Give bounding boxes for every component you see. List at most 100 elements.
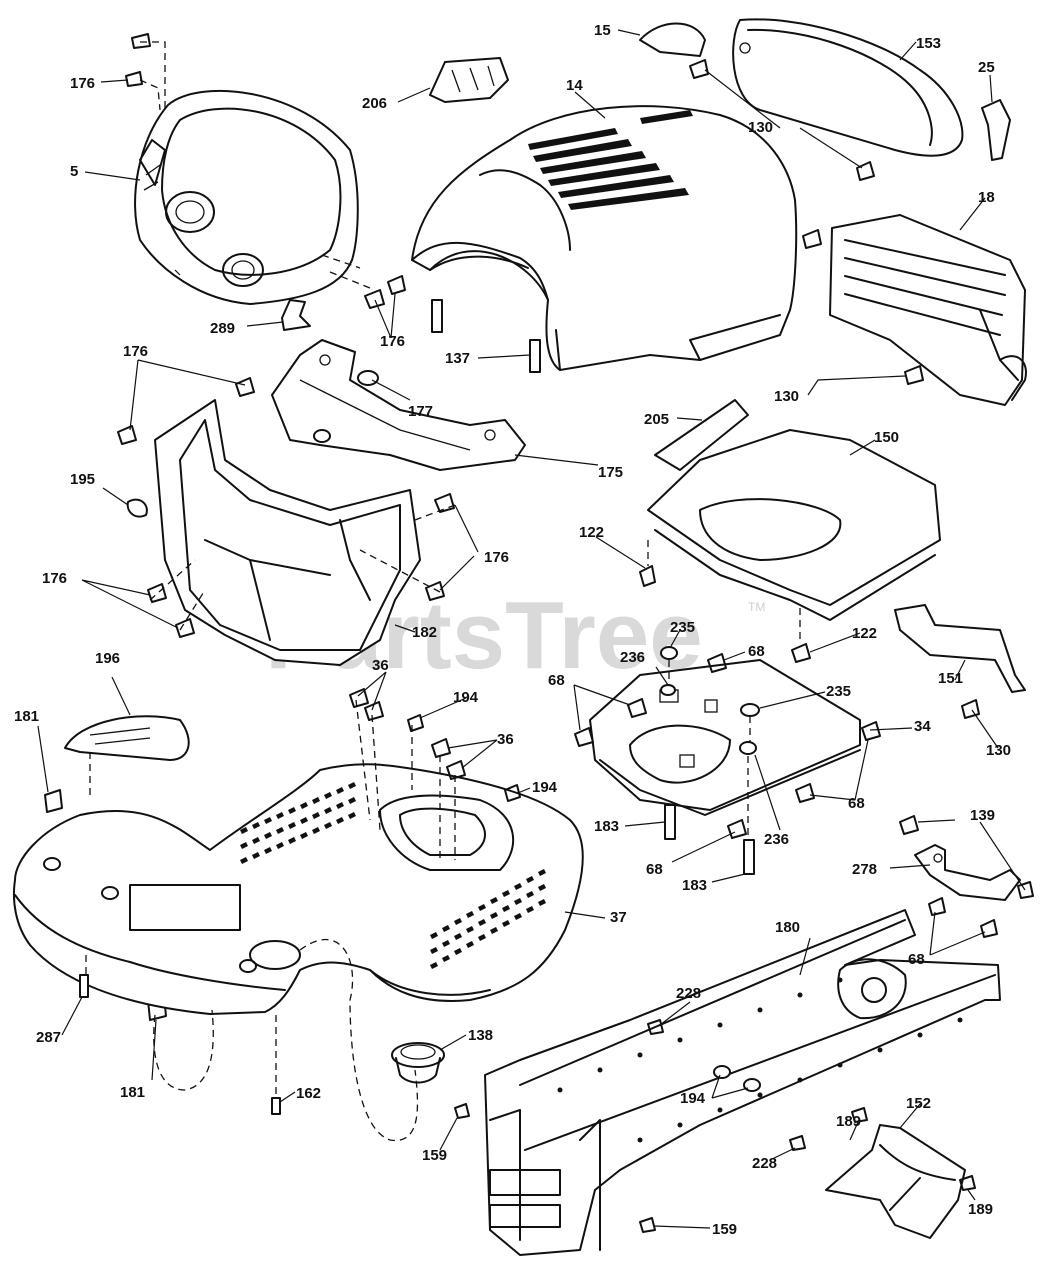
label-176: 176 bbox=[70, 75, 95, 92]
part-153 bbox=[732, 18, 964, 157]
part-labels: 176 5 176 289 206 14 15 153 130 25 18 13… bbox=[14, 22, 1011, 1238]
screw-176-frame-a bbox=[147, 583, 167, 603]
part-205 bbox=[654, 399, 749, 471]
label-68: 68 bbox=[848, 795, 865, 812]
label-287: 287 bbox=[36, 1029, 61, 1046]
part-287 bbox=[79, 974, 89, 998]
part-15 bbox=[639, 22, 706, 57]
label-130: 130 bbox=[774, 388, 799, 405]
label-176: 176 bbox=[484, 549, 509, 566]
label-194: 194 bbox=[453, 689, 479, 706]
part-196 bbox=[64, 715, 190, 761]
label-159: 159 bbox=[422, 1147, 447, 1164]
screw-139-b bbox=[1017, 881, 1034, 899]
label-183: 183 bbox=[594, 818, 619, 835]
label-139: 139 bbox=[970, 807, 995, 824]
washer-235-b bbox=[740, 703, 760, 717]
screw-68-c bbox=[574, 727, 594, 747]
screw-139-a bbox=[899, 815, 919, 835]
part-mount-plate bbox=[589, 659, 861, 816]
screw-176-frame-c bbox=[434, 493, 455, 513]
screw-122-a bbox=[639, 565, 656, 587]
screw-176-dash bbox=[364, 289, 385, 309]
screw-130-grille-b bbox=[904, 365, 924, 385]
hood-vents bbox=[528, 110, 693, 210]
part-seat-pan bbox=[647, 429, 941, 621]
label-183: 183 bbox=[682, 877, 707, 894]
screw-176-frame-d bbox=[425, 581, 445, 601]
label-180: 180 bbox=[775, 919, 800, 936]
label-235: 235 bbox=[826, 683, 851, 700]
screw-68-f bbox=[727, 819, 747, 839]
label-196: 196 bbox=[95, 650, 120, 667]
screw-194-a bbox=[407, 714, 424, 732]
label-138: 138 bbox=[468, 1027, 493, 1044]
label-150: 150 bbox=[874, 429, 899, 446]
part-bracket-175 bbox=[271, 339, 526, 471]
screw-176-left-b bbox=[235, 377, 255, 397]
label-176: 176 bbox=[380, 333, 405, 350]
screw-130-grille-a bbox=[802, 229, 822, 249]
screw-228-b bbox=[789, 1135, 806, 1151]
screw-194-b bbox=[504, 784, 521, 802]
label-68: 68 bbox=[748, 643, 765, 660]
label-137: 137 bbox=[445, 350, 470, 367]
label-228: 228 bbox=[676, 985, 701, 1002]
part-137-clip-a bbox=[431, 299, 443, 333]
screw-130-top-b bbox=[856, 161, 875, 181]
label-194: 194 bbox=[680, 1090, 706, 1107]
label-236: 236 bbox=[620, 649, 645, 666]
label-130: 130 bbox=[986, 742, 1011, 759]
screw-122-b bbox=[791, 643, 811, 663]
screw-68-a bbox=[707, 653, 727, 673]
label-177: 177 bbox=[408, 403, 433, 420]
screw-176-left-a bbox=[117, 425, 137, 445]
nut-194-d bbox=[743, 1078, 761, 1092]
leader-dash-176-top bbox=[140, 41, 166, 110]
label-18: 18 bbox=[978, 189, 995, 206]
label-36: 36 bbox=[372, 657, 389, 674]
washer-235-a bbox=[660, 646, 678, 660]
label-68: 68 bbox=[548, 672, 565, 689]
screw-36-d bbox=[446, 760, 466, 780]
screw-130-top-a bbox=[689, 59, 709, 79]
label-36: 36 bbox=[497, 731, 514, 748]
label-189: 189 bbox=[836, 1113, 861, 1130]
panel-vents bbox=[240, 782, 546, 969]
label-153: 153 bbox=[916, 35, 941, 52]
label-206: 206 bbox=[362, 95, 387, 112]
label-34: 34 bbox=[914, 718, 931, 735]
label-15: 15 bbox=[594, 22, 611, 39]
bolt-183-a bbox=[664, 804, 676, 840]
label-14: 14 bbox=[566, 77, 583, 94]
label-189: 189 bbox=[968, 1201, 993, 1218]
part-177 bbox=[357, 370, 379, 386]
screw-189-b bbox=[959, 1175, 976, 1191]
part-skid-plate bbox=[825, 1124, 966, 1239]
label-162: 162 bbox=[296, 1085, 321, 1102]
label-176: 176 bbox=[42, 570, 67, 587]
part-body-panel bbox=[12, 763, 584, 1015]
label-5: 5 bbox=[70, 163, 78, 180]
part-181-a bbox=[44, 789, 63, 813]
screw-176-frame-b bbox=[175, 618, 195, 638]
screw-68-e bbox=[795, 783, 815, 803]
part-dash-frame bbox=[154, 399, 421, 666]
frame-holes bbox=[557, 977, 963, 1143]
label-130: 130 bbox=[748, 119, 773, 136]
watermark-tm: TM bbox=[748, 600, 765, 614]
leader-lines bbox=[37, 29, 1026, 1229]
part-frame bbox=[484, 909, 1001, 1256]
part-195 bbox=[126, 498, 148, 518]
screw-36-c bbox=[431, 738, 451, 758]
screw-36-a bbox=[349, 688, 369, 708]
part-bracket-278 bbox=[914, 844, 1021, 901]
part-dash-panel bbox=[134, 89, 359, 305]
label-195: 195 bbox=[70, 471, 95, 488]
screw-68-d bbox=[861, 721, 881, 741]
screw-130-151 bbox=[961, 699, 980, 719]
part-hood bbox=[411, 105, 798, 371]
label-235: 235 bbox=[670, 619, 695, 636]
part-289 bbox=[281, 299, 311, 331]
